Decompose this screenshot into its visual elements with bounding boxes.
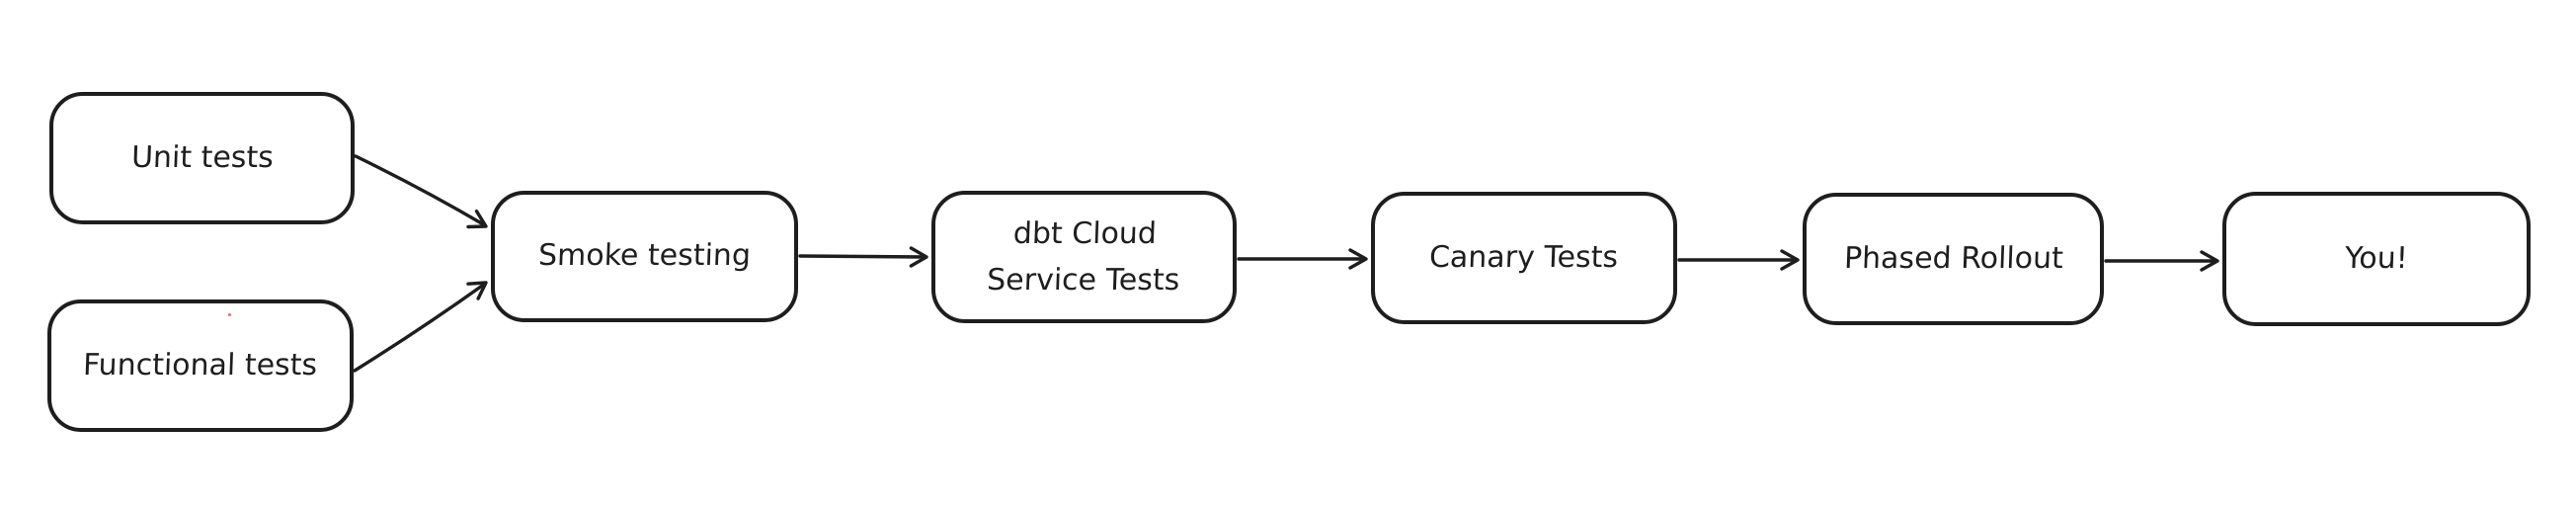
- node-label: Unit tests: [129, 139, 275, 175]
- node-unit-tests: Unit tests: [49, 92, 355, 224]
- node-label: You!: [2344, 240, 2409, 276]
- node-smoke-testing: Smoke testing: [491, 191, 798, 322]
- node-functional-tests: Functional tests: [47, 299, 354, 432]
- node-dbt-cloud-service-tests: dbt Cloud Service Tests: [931, 191, 1237, 323]
- arrow-canary-tests-to-phased-rollout: [1677, 249, 1800, 271]
- stray-red-dot: [228, 313, 231, 316]
- node-phased-rollout: Phased Rollout: [1803, 193, 2104, 325]
- node-label: Smoke testing: [537, 238, 752, 274]
- arrow-unit-tests-to-smoke-testing: [354, 154, 488, 229]
- node-label: Canary Tests: [1428, 239, 1620, 275]
- node-label: Phased Rollout: [1843, 240, 2064, 276]
- arrow-functional-tests-to-smoke-testing: [353, 281, 488, 373]
- node-canary-tests: Canary Tests: [1371, 192, 1677, 324]
- arrow-phased-rollout-to-you: [2104, 250, 2219, 272]
- arrow-dbt-cloud-service-tests-to-canary-tests: [1237, 248, 1368, 270]
- node-you: You!: [2222, 192, 2531, 326]
- arrow-smoke-testing-to-dbt-cloud-service-tests: [798, 246, 928, 268]
- node-label: Functional tests: [82, 347, 319, 382]
- node-label: dbt Cloud Service Tests: [986, 215, 1180, 298]
